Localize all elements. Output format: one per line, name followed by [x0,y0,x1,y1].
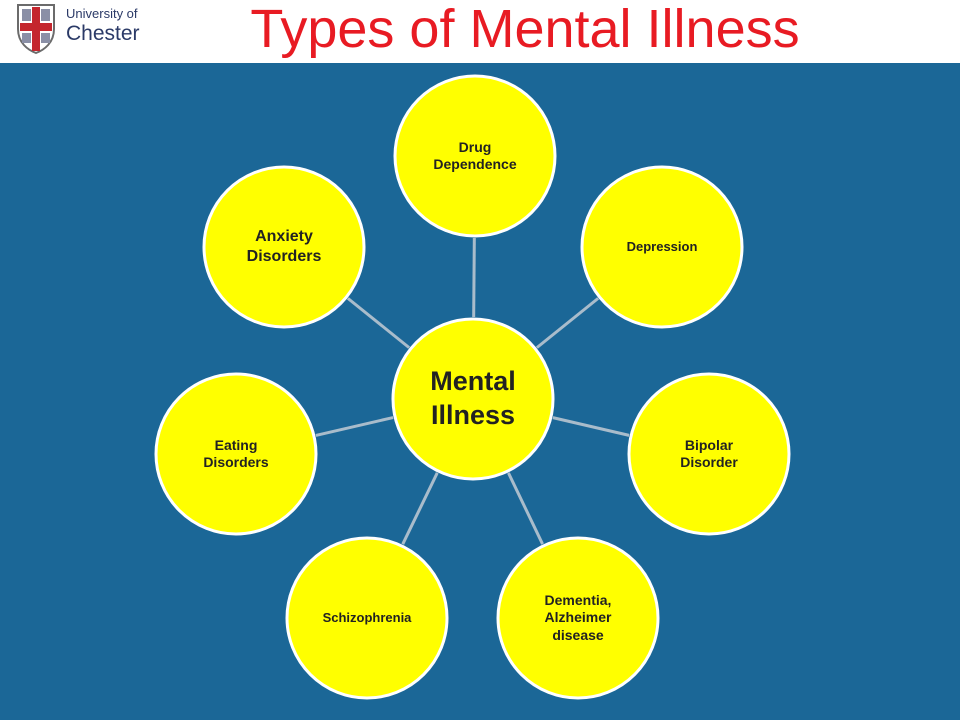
connector-anxiety-disorders [346,297,411,349]
node-label-drug-dependence: Drug Dependence [433,138,517,173]
logo-line-2: Chester [66,22,140,45]
node-label-schizophrenia: Schizophrenia [322,609,412,625]
node-label-dementia: Dementia, Alzheimer disease [544,591,612,643]
connector-depression [535,297,600,349]
mind-map-diagram [154,74,791,700]
node-circle-bipolar-disorder [627,372,791,536]
connector-drug-dependence [472,237,476,318]
node-circle-eating-disorders [154,372,318,536]
connector-dementia [507,472,544,545]
slide-title: Types of Mental Illness [250,0,800,59]
connector-schizophrenia [401,472,439,545]
university-logo: University of Chester [14,3,154,57]
node-circle-anxiety-disorders [202,165,366,329]
node-circle-depression [580,165,744,329]
center-node-circle [391,317,555,481]
node-label-bipolar-disorder: Bipolar Disorder [680,436,738,471]
connector-bipolar-disorder [552,416,630,437]
logo-line-1: University of [66,6,138,21]
node-label-anxiety-disorders: Anxiety Disorders [246,228,322,265]
node-circle-schizophrenia [285,536,449,700]
node-circle-drug-dependence [393,74,557,238]
node-label-depression: Depression [626,238,698,254]
slide-header: University of Chester Types of Mental Il… [0,0,960,63]
connector-eating-disorders [315,416,394,437]
node-label-eating-disorders: Eating Disorders [203,436,269,471]
university-crest-icon [17,4,55,55]
node-circle-dementia [496,536,660,700]
logo-text: University of Chester [66,7,140,44]
center-node-label: Mental Illness [430,366,516,430]
